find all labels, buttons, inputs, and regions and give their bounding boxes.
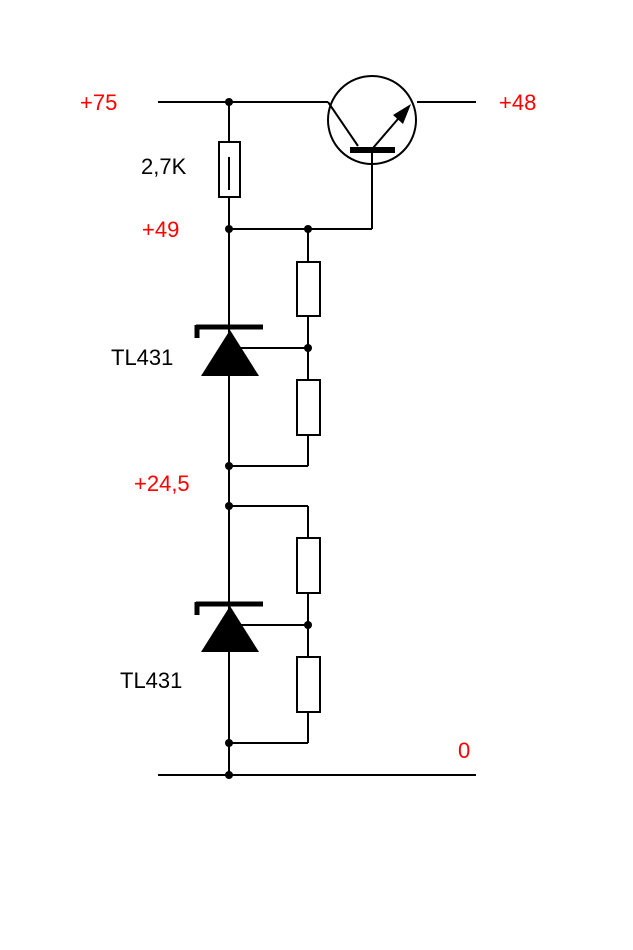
tl431-upper-symbol bbox=[194, 324, 263, 376]
tl431-lower-symbol bbox=[194, 601, 263, 652]
output-voltage-label: +48 bbox=[499, 90, 537, 115]
mid-voltage-label: +49 bbox=[142, 217, 180, 242]
npn-transistor bbox=[327, 75, 417, 229]
ground-voltage-label: 0 bbox=[458, 738, 471, 763]
resistor-value-label: 2,7K bbox=[141, 154, 187, 179]
upper-divider bbox=[229, 228, 372, 467]
lower-divider bbox=[229, 505, 321, 744]
half-voltage-label: +24,5 bbox=[134, 471, 190, 496]
input-voltage-label: +75 bbox=[80, 90, 118, 115]
upper-regulator-label: TL431 bbox=[111, 345, 174, 370]
resistor-2k7 bbox=[218, 141, 241, 198]
junction-dots bbox=[225, 98, 312, 779]
lower-regulator-label: TL431 bbox=[120, 668, 183, 693]
